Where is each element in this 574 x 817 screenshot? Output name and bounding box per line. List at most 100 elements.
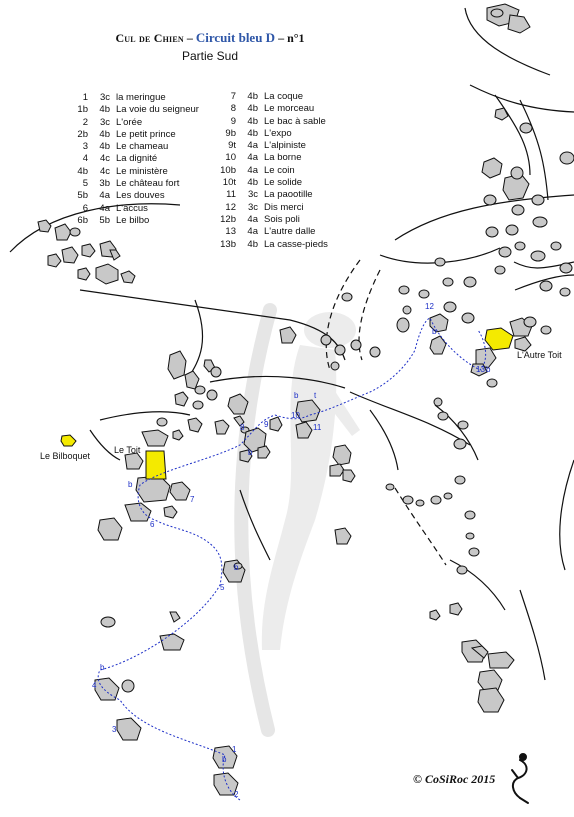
route-grade: 3c [99, 92, 110, 103]
route-grade: 3c [99, 116, 110, 128]
boulders [37, 3, 574, 796]
autre-toit-boulder [484, 327, 514, 351]
route-number: 11 [226, 189, 236, 201]
marker-6b: b [128, 480, 133, 489]
route-grade: 4b [247, 238, 258, 250]
route-name: Le château fort [116, 178, 180, 190]
route-name: La borne [264, 152, 302, 164]
route-number: 10t [222, 177, 236, 189]
route-number: 4 [82, 153, 88, 165]
label-le-toit: Le Toit [114, 445, 141, 455]
route-name: L'accus [116, 202, 148, 214]
route-name: Les douves [116, 190, 165, 202]
route-grade: 4a [99, 202, 110, 214]
route-row: 4 4c La dignité [68, 153, 199, 165]
marker-10b: b [294, 391, 299, 400]
highlight-boulders [60, 327, 514, 480]
circuit-name: Circuit bleu D [195, 30, 276, 45]
route-grade: 5b [99, 214, 110, 226]
route-name: L'alpiniste [264, 140, 306, 152]
marker-10: 10 [291, 411, 300, 420]
marker-13: 13 [476, 365, 485, 374]
route-row: 1 3c la meringue [68, 92, 199, 104]
marker-10t: t [314, 391, 317, 400]
route-number: 9t [228, 140, 236, 152]
marker-2: 2 [234, 790, 239, 799]
marker-13b: b [486, 365, 491, 374]
cosiroc-logo [511, 753, 529, 804]
route-number: 6b [77, 214, 88, 226]
route-grade: 4a [247, 226, 258, 238]
route-grade: 4b [247, 177, 258, 189]
marker-7: 7 [190, 495, 195, 504]
marker-12: 12 [425, 302, 434, 311]
marker-3: 3 [112, 725, 117, 734]
route-row: 6b 5b Le bilbo [68, 215, 199, 227]
route-name: Dis merci [264, 201, 304, 213]
route-number: 4b [77, 165, 88, 177]
route-number: 13b [220, 238, 236, 250]
route-name: La casse-pieds [264, 238, 328, 250]
route-grade: 4b [247, 127, 258, 139]
route-grade: 4c [99, 153, 110, 165]
route-number: 1 [82, 92, 88, 103]
route-row: 5b 4a Les douves [68, 190, 199, 202]
route-number: 5b [77, 190, 88, 202]
route-grade: 4a [99, 190, 110, 202]
route-number: 13 [225, 226, 236, 238]
route-name: Le bilbo [116, 214, 150, 226]
route-name: Le coin [264, 164, 295, 176]
route-grade: 4b [99, 141, 110, 153]
label-l-autre-toit: L'Autre Toit [517, 350, 562, 360]
route-grade: 4a [247, 164, 258, 176]
route-name: La coque [264, 91, 304, 102]
route-number: 9b [225, 127, 236, 139]
area-name: Cul de Chien [115, 31, 184, 45]
route-number: 1b [77, 104, 88, 116]
route-name: Le bac à sable [264, 115, 326, 127]
route-row: 10t 4b Le solide [216, 177, 328, 189]
route-name: Le petit prince [116, 128, 176, 140]
watermark-climber [234, 303, 277, 737]
marker-9b: b [248, 448, 253, 457]
bilboquet-boulder [60, 434, 77, 447]
route-number: 5 [82, 178, 88, 190]
marker-6: 6 [150, 520, 155, 529]
route-number: 6 [82, 202, 88, 214]
route-row: 13b 4b La casse-pieds [216, 239, 328, 251]
route-number: 3 [82, 141, 88, 153]
route-name: Sois poli [264, 213, 300, 225]
route-name: L'orée [116, 116, 143, 128]
marker-8: 8 [240, 423, 245, 432]
marker-9: 9 [264, 420, 269, 429]
marker-5b: b [234, 563, 239, 572]
marker-4b: b [100, 663, 105, 672]
route-name: La dignité [116, 153, 158, 165]
route-grade: 4b [247, 115, 258, 127]
route-grade: 4c [99, 165, 110, 177]
route-grade: 4b [247, 103, 258, 115]
marker-11: 11 [313, 423, 322, 432]
circuit-number: – n°1 [275, 31, 305, 45]
route-name: La paootille [264, 189, 313, 201]
route-name: la meringue [116, 92, 166, 103]
route-name: La voie du seigneur [116, 104, 199, 116]
page-subtitle: Partie Sud [181, 49, 239, 63]
marker-12b: b [432, 327, 437, 336]
route-number: 2b [77, 128, 88, 140]
route-name: Le solide [264, 177, 303, 189]
route-grade: 4b [99, 104, 110, 116]
copyright: © CoSiRoc 2015 [413, 772, 496, 786]
